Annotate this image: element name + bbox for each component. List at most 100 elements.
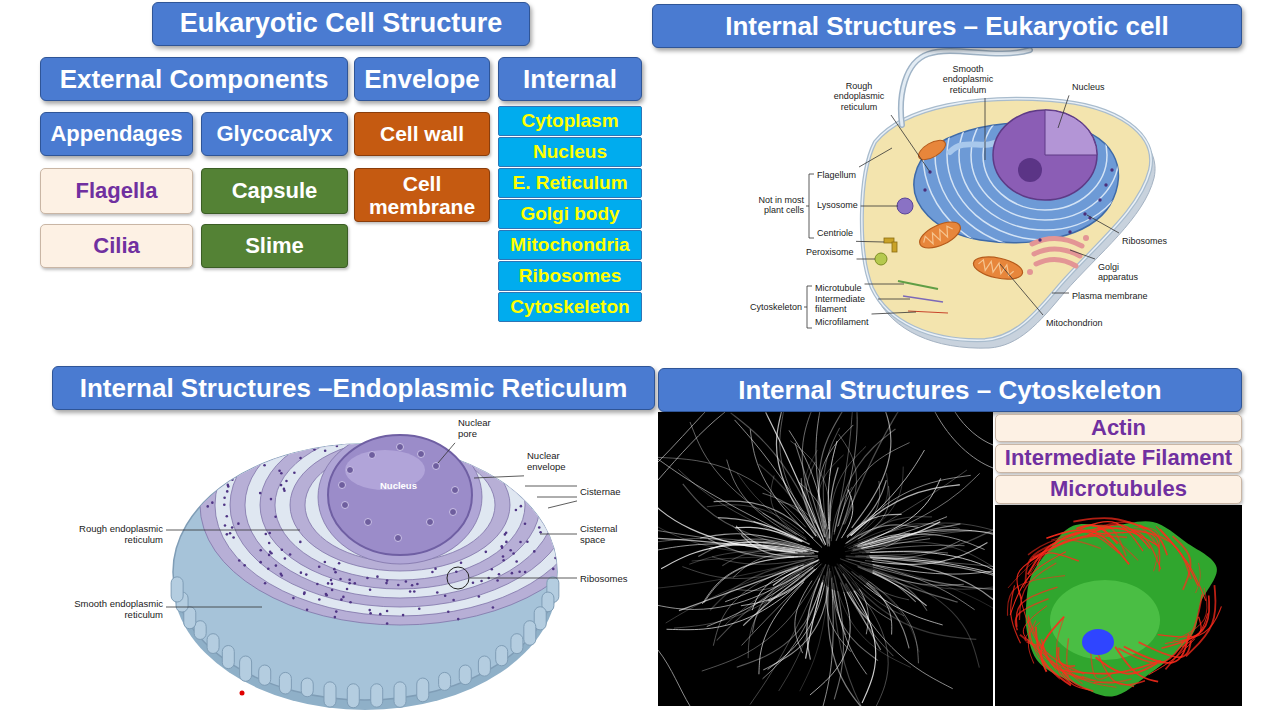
ribosome <box>336 430 339 433</box>
ribosome <box>361 439 364 442</box>
leader-line <box>985 98 986 160</box>
box-label: Microtubules <box>1050 477 1187 501</box>
filament-type: Actin <box>995 414 1242 442</box>
ribosome <box>434 567 437 570</box>
ribosome <box>472 581 475 584</box>
bracket <box>806 174 814 238</box>
ribosome <box>447 610 450 613</box>
ribosome <box>386 610 389 613</box>
ribosome <box>411 430 414 433</box>
actin-fiber <box>1023 606 1047 647</box>
ribosome <box>293 471 296 474</box>
ribosome <box>375 424 378 427</box>
ribosome <box>211 501 214 504</box>
ribosome <box>223 503 226 506</box>
mitochondrion-body <box>916 136 949 163</box>
ribosome <box>280 484 283 487</box>
centriole <box>892 242 897 252</box>
category-header: Envelope <box>354 57 490 101</box>
actin-fiber <box>1036 627 1071 686</box>
actin-fiber <box>1129 529 1191 579</box>
section-banner: Internal Structures – Eukaryotic cell <box>652 4 1242 48</box>
ribosome <box>524 571 527 574</box>
mitochondrion <box>916 136 949 163</box>
ribosome <box>232 536 235 539</box>
part-label: Centriole <box>817 228 853 238</box>
ribosome <box>413 590 416 593</box>
fiber <box>690 422 797 535</box>
ribosome <box>442 424 445 427</box>
ribosome <box>519 458 522 461</box>
nucleus-cutaway <box>1045 110 1097 155</box>
fiber <box>750 574 821 704</box>
ribosome <box>275 564 278 567</box>
ribosome <box>416 583 419 586</box>
ribosome <box>531 506 534 509</box>
fiber <box>667 578 806 630</box>
leader-line <box>1052 293 1069 294</box>
ribosome <box>574 528 577 531</box>
ribosome <box>491 568 494 571</box>
ribosome <box>523 496 526 499</box>
ribosome <box>492 432 495 435</box>
part-label: Cisternae <box>580 487 621 498</box>
nucleus <box>328 435 472 555</box>
ribosome <box>392 412 395 415</box>
ribosome <box>491 427 494 430</box>
ribosome <box>264 582 267 585</box>
ribosome <box>316 583 319 586</box>
part-label: Not in most plant cells <box>754 195 804 216</box>
box-label: Golgi body <box>520 204 619 225</box>
ribosome <box>439 411 442 414</box>
actin-fiber <box>1008 534 1078 588</box>
appendage-box: Cilia <box>40 224 193 268</box>
fiber <box>768 564 822 601</box>
neighbour-cell-edge <box>955 412 993 445</box>
nuclear-pore <box>369 452 376 459</box>
smooth-er-tube <box>950 140 1000 152</box>
fiber <box>861 517 932 536</box>
ribosome <box>515 423 518 426</box>
ribosome <box>521 443 524 446</box>
subcategory-box: Glycocalyx <box>201 112 348 156</box>
peroxisome <box>875 253 887 265</box>
ribosome <box>923 188 926 191</box>
ribosome <box>280 472 283 475</box>
part-label: Nucleus <box>380 481 417 492</box>
fiber <box>870 568 979 668</box>
leader-line <box>474 476 524 478</box>
actin-fiber <box>1062 660 1161 673</box>
ribosome <box>211 480 214 483</box>
ribosome <box>385 582 388 585</box>
fiber <box>707 562 820 626</box>
ribosome <box>325 594 328 597</box>
fiber <box>658 513 810 555</box>
ribosome <box>327 582 330 585</box>
ribosome <box>367 413 370 416</box>
part-label: Peroxisome <box>806 247 854 257</box>
part-label: Cisternal space <box>580 524 626 546</box>
fiber <box>858 486 889 539</box>
ribosome <box>520 505 523 508</box>
leader-line <box>865 284 904 285</box>
ribosome <box>318 565 321 568</box>
fiber <box>766 412 826 545</box>
ribosome <box>348 439 351 442</box>
ribosome <box>376 575 379 578</box>
envelope-box: Cell membrane <box>354 168 490 222</box>
cisternal-space <box>215 394 585 616</box>
ribosome <box>226 533 229 536</box>
fiber <box>828 585 869 706</box>
ribosome <box>489 461 492 464</box>
ribosome <box>224 524 227 527</box>
lysosome <box>897 198 913 214</box>
ribosome <box>457 618 460 621</box>
leader-line <box>861 206 898 207</box>
nuclear-pore <box>427 519 434 526</box>
box-label: Intermediate Filament <box>1005 446 1232 470</box>
er-tubule <box>279 672 291 694</box>
ribosome <box>478 595 481 598</box>
box-label: Cytoplasm <box>521 111 618 132</box>
ribosome <box>268 532 271 535</box>
part-label: Nuclear envelope <box>527 451 573 473</box>
